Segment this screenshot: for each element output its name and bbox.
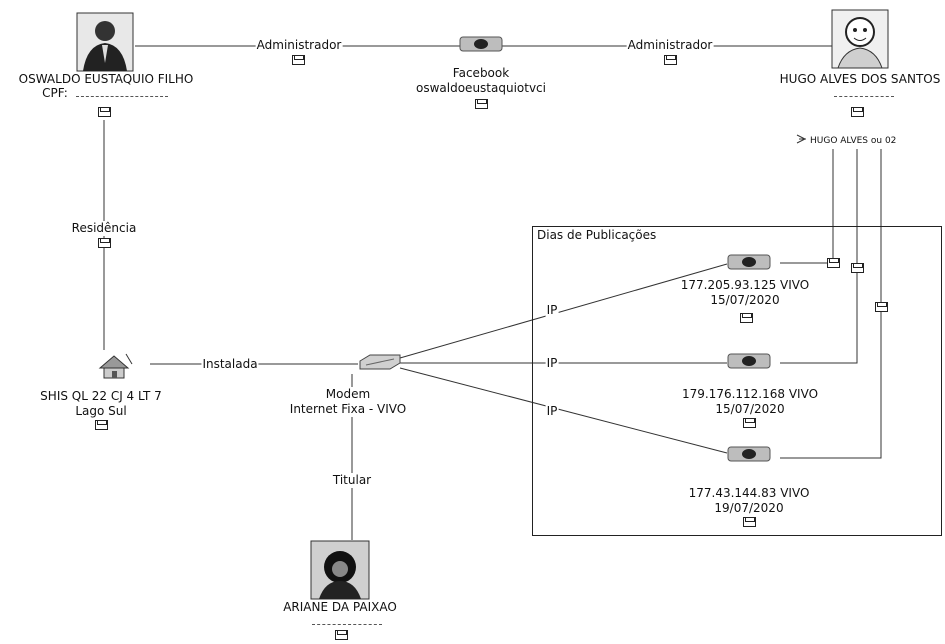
address-line2: Lago Sul (74, 404, 127, 419)
redacted-mark (76, 96, 168, 98)
edge-label-administrador-left: Administrador (256, 38, 343, 53)
edge-label-titular: Titular (332, 473, 372, 488)
modem-label[interactable]: Modem (325, 387, 371, 402)
modem-type: Internet Fixa - VIVO (289, 402, 407, 417)
device-icon (460, 37, 502, 51)
arrow-icon (797, 135, 806, 143)
ip1-date: 15/07/2020 (709, 293, 780, 308)
address-line1[interactable]: SHIS QL 22 CJ 4 LT 7 (39, 389, 163, 404)
person-photo-icon (311, 541, 369, 599)
ariane-name[interactable]: ARIANE DA PAIXAO (282, 600, 398, 615)
hugo-name[interactable]: HUGO ALVES DOS SANTOS (779, 72, 942, 87)
modem-icon (360, 355, 400, 369)
envelope-icon[interactable] (743, 517, 756, 527)
publications-group-title: Dias de Publicações (537, 228, 656, 242)
envelope-icon[interactable] (95, 420, 108, 430)
ip2-date: 15/07/2020 (714, 402, 785, 417)
envelope-icon[interactable] (292, 55, 305, 65)
ip3-address[interactable]: 177.43.144.83 VIVO (688, 486, 811, 501)
ip3-date: 19/07/2020 (713, 501, 784, 516)
envelope-icon[interactable] (827, 258, 840, 268)
facebook-account: oswaldoeustaquiotvci (415, 81, 547, 96)
envelope-icon[interactable] (98, 107, 111, 117)
edge-label-ip-2: IP (546, 356, 559, 371)
edge-label-ip-3: IP (546, 404, 559, 419)
envelope-icon[interactable] (664, 55, 677, 65)
person-photo-icon (77, 13, 133, 71)
envelope-icon[interactable] (335, 630, 348, 640)
envelope-icon[interactable] (740, 313, 753, 323)
envelope-icon[interactable] (475, 99, 488, 109)
facebook-label[interactable]: Facebook (452, 66, 510, 81)
ip2-address[interactable]: 179.176.112.168 VIVO (681, 387, 819, 402)
envelope-icon[interactable] (851, 107, 864, 117)
redacted-mark (312, 624, 382, 626)
envelope-icon[interactable] (98, 238, 111, 248)
edge-label-residencia: Residência (71, 221, 138, 236)
person-photo-icon (832, 10, 888, 68)
edge-label-administrador-right: Administrador (627, 38, 714, 53)
envelope-icon[interactable] (851, 263, 864, 273)
ip1-address[interactable]: 177.205.93.125 VIVO (680, 278, 810, 293)
oswaldo-name[interactable]: OSWALDO EUSTAQUIO FILHO (18, 72, 195, 87)
envelope-icon[interactable] (743, 418, 756, 428)
edge-label-ip-1: IP (546, 303, 559, 318)
oswaldo-doc-label: CPF: (41, 86, 69, 101)
redacted-mark (834, 96, 894, 98)
hugo-alias: HUGO ALVES ou 02 (809, 134, 897, 149)
edge-label-instalada: Instalada (201, 357, 258, 372)
envelope-icon[interactable] (875, 302, 888, 312)
house-icon (100, 354, 132, 378)
